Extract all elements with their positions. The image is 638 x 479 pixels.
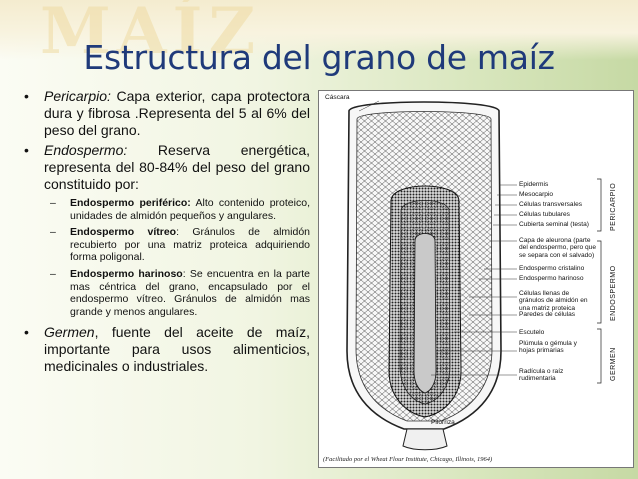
bullet-endospermo: Endospermo: Reserva energética, represen…: [22, 142, 310, 193]
label-mesocarpio: Mesocarpio: [519, 191, 554, 198]
watermark-text: MAÍZ: [40, 0, 262, 69]
label-escutelo: Escutelo: [519, 329, 545, 336]
label-pilorriza: Pilorriza: [431, 419, 455, 426]
term-pericarpio: Pericarpio:: [44, 88, 111, 104]
label-llenas: Células llenas de gránulos de almidón en…: [519, 290, 588, 312]
subitem-periferico: Endospermo periférico: Alto contenido pr…: [22, 197, 310, 222]
label-plumula: Plúmula o gémula y hojas primarias: [519, 340, 577, 355]
side-label-endospermo: ENDOSPERMO: [610, 265, 617, 321]
label-cristalino: Endospermo cristalino: [519, 265, 585, 272]
slide-title: Estructura del grano de maíz: [83, 38, 555, 77]
term-endospermo: Endospermo:: [44, 142, 128, 158]
label-seminal: Cubierta seminal (testa): [519, 221, 589, 228]
term-harinoso: Endospermo harinoso: [70, 267, 183, 280]
label-cascara: Cáscara: [325, 94, 350, 101]
kernel-diagram: Cáscara Pilorriza Epidermis Mesocarpio C…: [318, 90, 634, 468]
subitem-vitreo: Endospermo vítreo: Gránulos de almidón r…: [22, 226, 310, 264]
side-label-pericarpio: PERICARPIO: [610, 182, 617, 231]
content-list: Pericarpio: Capa exterior, capa protecto…: [22, 88, 310, 378]
side-label-germen: GERMEN: [610, 347, 617, 381]
term-periferico: Endospermo periférico:: [70, 197, 191, 209]
subitem-harinoso: Endospermo harinoso: Se encuentra en la …: [22, 268, 310, 318]
text-pericarpio: Capa exterior, capa protectora dura y fi…: [44, 88, 310, 138]
label-radicula: Radícula o raíz rudimentaria: [519, 368, 564, 383]
bullet-pericarpio: Pericarpio: Capa exterior, capa protecto…: [22, 88, 310, 139]
tip-cap: [402, 428, 448, 451]
text-endospermo: Reserva energética, representa del 80-84…: [44, 142, 310, 192]
term-vitreo: Endospermo vítreo: [70, 226, 177, 239]
label-tubulares: Células tubulares: [519, 211, 570, 218]
label-harinoso: Endospermo harinoso: [519, 275, 584, 282]
label-aleurona: Capa de aleurona (parte del endospermo, …: [519, 237, 596, 259]
text-germen: , fuente del aceite de maíz, importante …: [44, 324, 310, 375]
corn-watermark-banner: MAÍZ: [0, 0, 638, 69]
embryo-axis: [413, 233, 437, 394]
kernel-illustration: [346, 100, 602, 451]
text-periferico: Alto contenido proteico, unidades de alm…: [70, 197, 310, 222]
text-vitreo: : Gránulos de almidón recubierto por una…: [70, 226, 311, 264]
label-transversales: Células transversales: [519, 201, 583, 208]
figure-caption: (Facilitado por el Wheat Flour Institute…: [323, 456, 493, 463]
bullet-germen: Germen, fuente del aceite de maíz, impor…: [22, 324, 310, 375]
label-paredes: Paredes de células: [519, 311, 576, 318]
text-harinoso: : Se encuentra en la parte mas céntrica …: [70, 267, 310, 318]
label-epidermis: Epidermis: [519, 181, 549, 188]
term-germen: Germen: [44, 324, 95, 341]
